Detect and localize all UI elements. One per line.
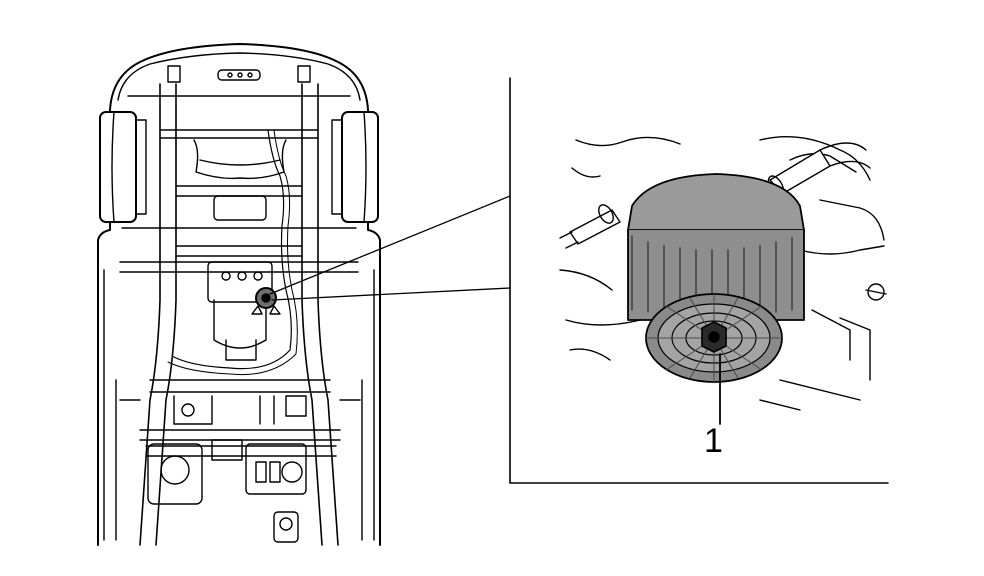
zoom-leader-bottom: [271, 287, 511, 301]
detail-view: [559, 136, 887, 425]
front-left-wheel: [99, 111, 147, 223]
fuel-hose-left: [559, 204, 621, 249]
frame-rail-left: [139, 83, 161, 546]
zoom-leader-top: [269, 195, 511, 295]
front-right-wheel: [331, 111, 379, 223]
callout-number-1: 1: [704, 422, 723, 460]
vehicle-body-outline: [97, 43, 381, 546]
fuel-line: [171, 129, 292, 370]
detail-frame: [509, 77, 889, 484]
drain-plug: [701, 321, 727, 353]
frame-rail-right: [301, 83, 323, 546]
fuel-filter: [627, 173, 805, 383]
vehicle-underside: [97, 43, 381, 546]
